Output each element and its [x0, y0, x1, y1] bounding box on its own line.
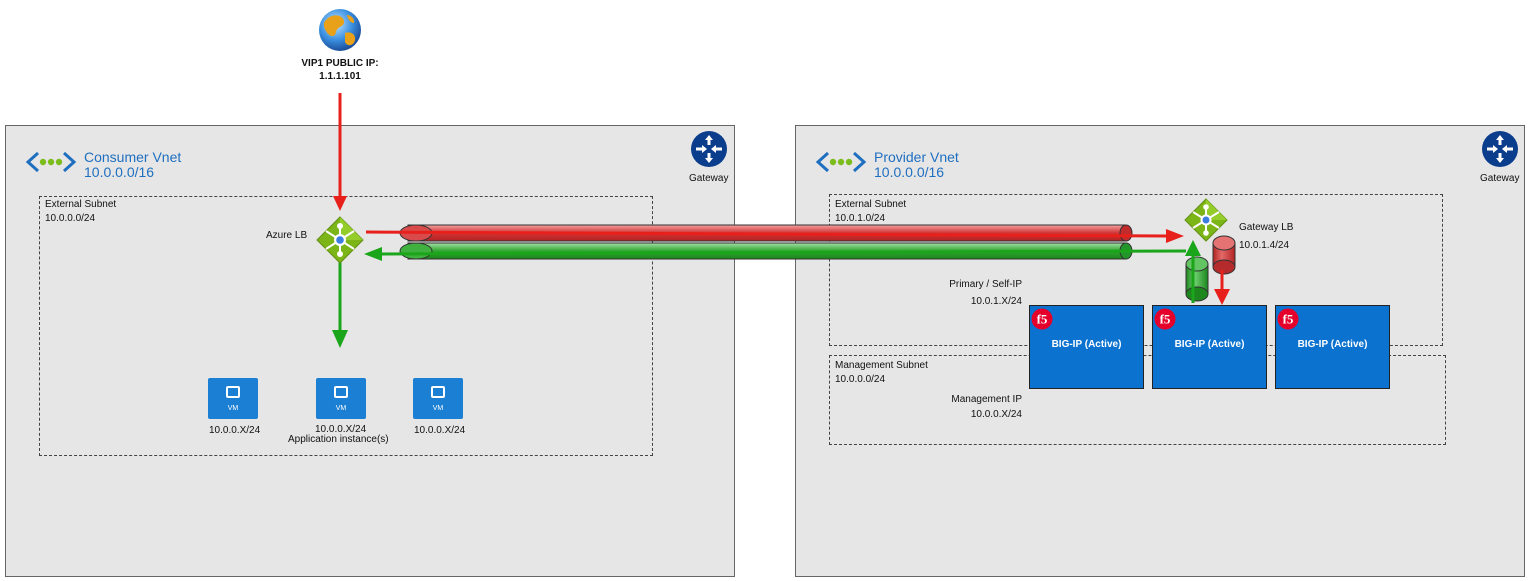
- primary-self-ip-label: Primary / Self-IP: [949, 279, 1022, 290]
- f5-logo-icon: f5: [1031, 308, 1053, 330]
- mgmt-subnet-title: Management Subnet: [835, 360, 928, 371]
- f5-logo-icon: f5: [1154, 308, 1176, 330]
- bigip-instance: f5 BIG-IP (Active): [1029, 305, 1144, 389]
- provider-vnet-cidr: 10.0.0.0/16: [874, 164, 945, 180]
- vnet-icon: [25, 151, 77, 173]
- svg-text:f5: f5: [1037, 312, 1048, 327]
- load-balancer-icon: [1184, 198, 1228, 242]
- f5-logo-icon: f5: [1277, 308, 1299, 330]
- consumer-vnet-cidr: 10.0.0.0/16: [84, 164, 155, 180]
- svg-text:f5: f5: [1160, 312, 1171, 327]
- primary-self-ip-value: 10.0.1.X/24: [970, 296, 1022, 307]
- globe-icon: [319, 9, 361, 51]
- application-instances-label: Application instance(s): [288, 434, 389, 445]
- azure-lb-label: Azure LB: [266, 230, 308, 241]
- vm-icon: VM: [208, 378, 258, 419]
- green-vertical-tunnel: [1185, 256, 1209, 302]
- bigip-instance: f5 BIG-IP (Active): [1152, 305, 1267, 389]
- red-vertical-tunnel: [1212, 235, 1236, 275]
- gateway-router-icon: [691, 131, 727, 167]
- gateway-lb-ip: 10.0.1.4/24: [1239, 240, 1290, 251]
- vm-ip-label: 10.0.0.X/24: [315, 424, 367, 435]
- consumer-vnet-title: Consumer Vnet: [84, 149, 182, 165]
- svg-text:f5: f5: [1283, 312, 1294, 327]
- bigip-instance: f5 BIG-IP (Active): [1275, 305, 1390, 389]
- public-ip-value: 1.1.1.101: [319, 71, 361, 82]
- consumer-subnet-cidr: 10.0.0.0/24: [45, 213, 96, 224]
- provider-gateway-label: Gateway: [1480, 173, 1520, 184]
- vm-ip-label: 10.0.0.X/24: [209, 425, 261, 436]
- provider-ext-subnet-cidr: 10.0.1.0/24: [835, 213, 886, 224]
- load-balancer-icon: [316, 216, 364, 264]
- bigip-label: BIG-IP (Active): [1051, 339, 1122, 350]
- provider-ext-subnet-title: External Subnet: [835, 199, 907, 210]
- bigip-label: BIG-IP (Active): [1174, 339, 1245, 350]
- gateway-lb-label: Gateway LB: [1239, 222, 1294, 233]
- vnet-icon: [815, 151, 867, 173]
- public-ip-label: VIP1 PUBLIC IP:: [301, 58, 379, 69]
- management-ip-label: Management IP: [951, 394, 1022, 405]
- vm-ip-label: 10.0.0.X/24: [414, 425, 466, 436]
- mgmt-subnet-cidr: 10.0.0.0/24: [835, 374, 886, 385]
- consumer-vnet: [5, 125, 735, 577]
- consumer-gateway-label: Gateway: [689, 173, 729, 184]
- gateway-router-icon: [1482, 131, 1518, 167]
- green-tunnel: [399, 242, 1133, 260]
- bigip-label: BIG-IP (Active): [1297, 339, 1368, 350]
- management-ip-value: 10.0.0.X/24: [970, 409, 1022, 420]
- vm-icon: VM: [316, 378, 366, 419]
- vm-icon: VM: [413, 378, 463, 419]
- consumer-subnet-title: External Subnet: [45, 199, 117, 210]
- provider-vnet-title: Provider Vnet: [874, 149, 959, 165]
